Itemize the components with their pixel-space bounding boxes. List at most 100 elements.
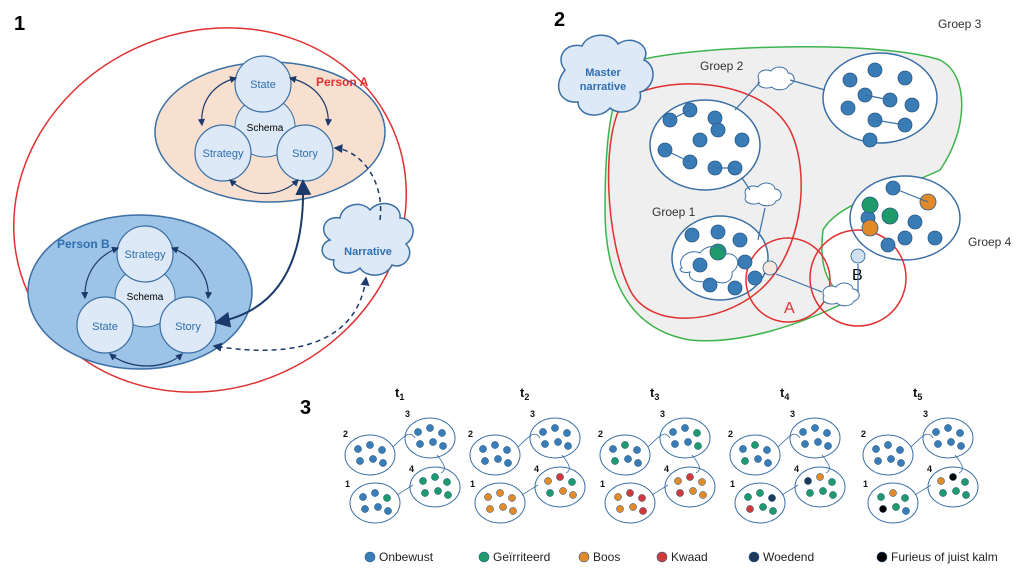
- mini-node: [872, 445, 880, 453]
- mini-node: [609, 445, 617, 453]
- mini-node: [356, 457, 364, 465]
- mini-node: [379, 459, 387, 467]
- mini-node: [686, 473, 694, 481]
- legend-swatch: [876, 551, 888, 563]
- mini-link: [561, 454, 570, 474]
- groep-1-node: [727, 280, 743, 296]
- connector-link: [741, 177, 751, 191]
- mini-cluster-4: [664, 466, 716, 508]
- mini-node: [616, 505, 624, 513]
- mini-node: [638, 494, 646, 502]
- connector-link: [789, 79, 826, 91]
- mini-cluster-2: [344, 434, 396, 476]
- bridge-node-a: [762, 260, 778, 276]
- mini-node: [479, 445, 487, 453]
- groep-4-node: [907, 214, 923, 230]
- mini-node: [414, 428, 422, 436]
- legend-swatch: [578, 551, 590, 563]
- mini-link: [392, 433, 416, 448]
- groep-4-label: Groep 4: [968, 235, 1012, 249]
- mini-node: [889, 489, 897, 497]
- groep-1-node: [702, 277, 718, 293]
- mini-node: [504, 459, 512, 467]
- label-a: A: [784, 300, 795, 317]
- legend-label: Kwaad: [671, 550, 708, 564]
- mini-link: [777, 433, 801, 448]
- timestep-label: t3: [650, 385, 659, 402]
- mini-node: [444, 491, 452, 499]
- mini-node: [819, 487, 827, 495]
- groep-1-label: Groep 1: [652, 205, 696, 219]
- mini-node: [877, 493, 885, 501]
- cluster-number: 4: [794, 464, 799, 474]
- mini-link: [517, 433, 541, 448]
- panel-1-number: 1: [14, 13, 25, 35]
- groep-3-link: [874, 119, 906, 126]
- mini-cluster-4: [409, 466, 461, 508]
- mini-node: [503, 446, 511, 454]
- mini-node: [741, 457, 749, 465]
- groep-1-node: [710, 224, 726, 240]
- groep-3-node: [904, 97, 920, 113]
- mini-node: [754, 455, 762, 463]
- master-narrative-line1: Master: [585, 67, 621, 79]
- arrow-state-strategy-a: [197, 76, 238, 127]
- timestep-subscript: 2: [524, 392, 529, 402]
- mini-node: [897, 459, 905, 467]
- cluster-number: 1: [345, 479, 350, 489]
- narrative-label: Narrative: [344, 246, 392, 258]
- legend-label: Furieus of juist kalm: [891, 550, 998, 564]
- mini-node: [611, 457, 619, 465]
- mini-node: [546, 489, 554, 497]
- story-a-label: Story: [292, 148, 318, 160]
- mini-cluster-2: [862, 434, 914, 476]
- cluster-number: 3: [405, 409, 410, 419]
- mini-node: [539, 428, 547, 436]
- groep-1-node: [732, 232, 748, 248]
- mini-node: [626, 489, 634, 497]
- mini-node: [564, 442, 572, 450]
- mini-node: [614, 493, 622, 501]
- cluster-number: 4: [534, 464, 539, 474]
- legend-label: Onbewust: [379, 550, 434, 564]
- mini-node: [801, 440, 809, 448]
- groep-3-node: [842, 72, 858, 88]
- mini-cluster-3: [659, 417, 711, 459]
- mini-cluster-3: [529, 417, 581, 459]
- timestep-subscript: 3: [654, 392, 659, 402]
- mini-node: [769, 507, 777, 515]
- cluster-number: 2: [728, 429, 733, 439]
- groep-4-link: [892, 187, 929, 203]
- mini-link: [647, 433, 671, 448]
- mini-link: [691, 454, 700, 474]
- legend-swatch: [478, 551, 490, 563]
- mini-node: [956, 429, 964, 437]
- mini-node: [823, 429, 831, 437]
- mini-node: [934, 440, 942, 448]
- legend-item: Boos: [578, 550, 620, 564]
- mini-node: [806, 489, 814, 497]
- connector-link: [734, 81, 761, 111]
- mini-node: [541, 440, 549, 448]
- mini-node: [887, 455, 895, 463]
- mini-node: [901, 494, 909, 502]
- overlap-circle-a: [745, 237, 831, 323]
- mini-node: [892, 503, 900, 511]
- mini-node: [814, 438, 822, 446]
- mini-node: [689, 487, 697, 495]
- groep-1-node: [737, 254, 753, 270]
- mini-node: [384, 507, 392, 515]
- mini-node: [874, 457, 882, 465]
- groep-3-node: [867, 62, 883, 78]
- mini-link: [910, 433, 934, 448]
- groep-4-green-node: [861, 196, 879, 214]
- cluster-number: 1: [863, 479, 868, 489]
- groep-2-label: Groep 2: [700, 59, 744, 73]
- mini-cluster-4: [794, 466, 846, 508]
- cluster-number: 4: [409, 464, 414, 474]
- mini-cluster-2: [469, 434, 521, 476]
- groep-3-link: [864, 94, 891, 101]
- mini-node: [816, 473, 824, 481]
- mini-node: [739, 445, 747, 453]
